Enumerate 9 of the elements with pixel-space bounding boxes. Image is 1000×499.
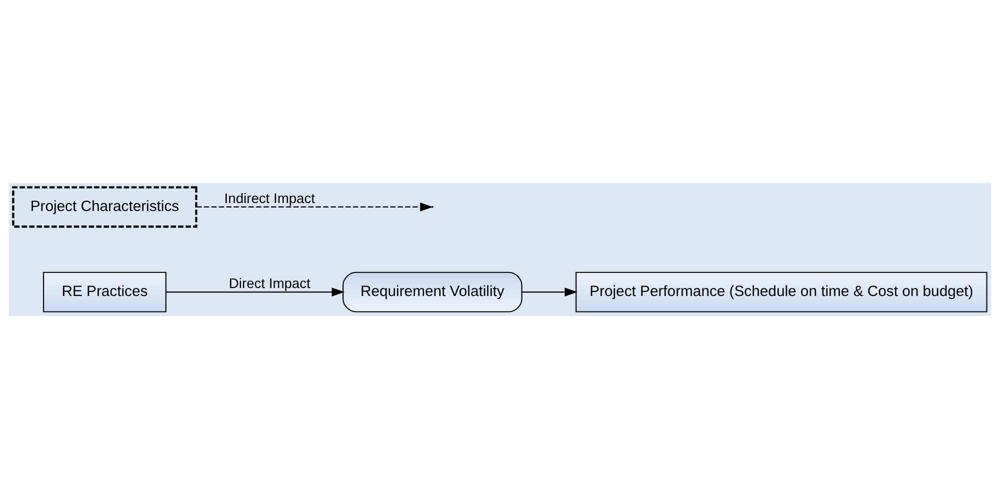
node-box: RE Practices [43, 272, 166, 312]
arrow [166, 288, 345, 297]
arrow [196, 202, 433, 212]
arrow [522, 288, 578, 297]
edge-label: Indirect Impact [224, 190, 315, 206]
edge-label: Direct Impact [228, 275, 310, 292]
node-box: Project Characteristics [12, 186, 198, 228]
node-box: Requirement Volatility [342, 272, 522, 312]
node-box: Project Performance (Schedule on time & Cost on budget) [576, 272, 988, 312]
